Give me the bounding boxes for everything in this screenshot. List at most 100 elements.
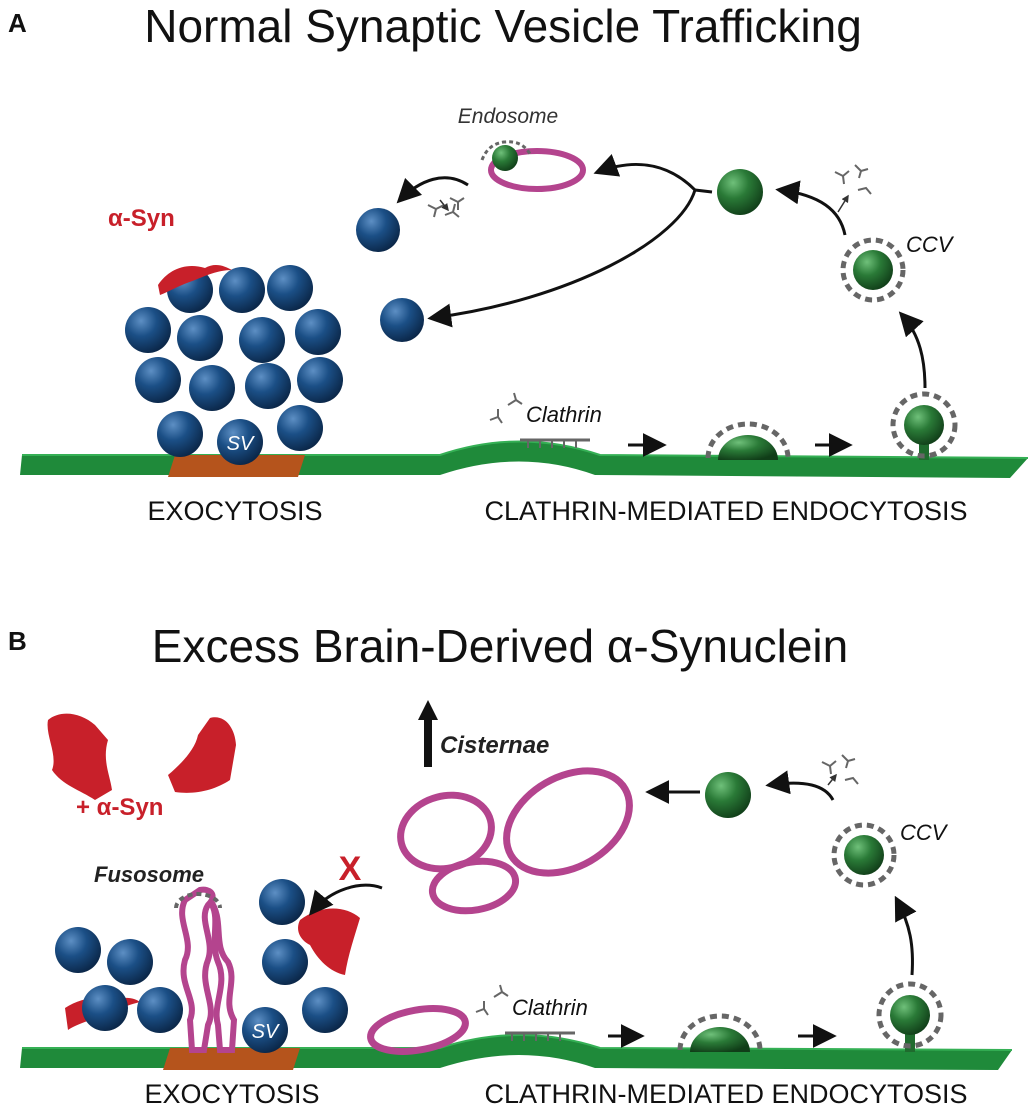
plus-alpha-syn-label: + α-Syn [76, 794, 163, 821]
active-zone [163, 1048, 300, 1070]
fusosome-left-wall [179, 886, 216, 1053]
cistern [428, 857, 520, 915]
synaptic-vesicle [267, 265, 313, 311]
synaptic-vesicle [262, 939, 308, 985]
exocytosis-label: EXOCYTOSIS [144, 1079, 319, 1109]
ccv-vesicle [853, 250, 893, 290]
blocked-x-mark: X [339, 850, 362, 888]
synaptic-vesicle [55, 927, 101, 973]
clathrin-triskelia [475, 984, 509, 1016]
panel-a: A Normal Synaptic Vesicle Trafficking SV [8, 0, 1029, 526]
arrow-direct-recycling [427, 189, 697, 328]
arrow-uncoating-ccv [775, 180, 847, 236]
panel-b-title: Excess Brain-Derived α-Synuclein [152, 620, 848, 672]
arrow-uncoating-ccv [765, 770, 835, 801]
cisternae-group [367, 767, 633, 1055]
ccv-clathrin-coat [831, 822, 897, 888]
recycled-vesicle [356, 208, 400, 252]
panel-b-letter: B [8, 626, 27, 656]
clathrin-lattice-legs [511, 1033, 561, 1041]
clathrin-triskelia [489, 392, 523, 424]
synaptic-vesicle-pool [125, 265, 343, 465]
clathrin-triskelia [821, 754, 859, 785]
membrane-highlight [22, 440, 1029, 459]
arrow-uncoating [439, 199, 449, 212]
fusosome-label: Fusosome [94, 862, 204, 887]
uncoated-vesicle [705, 772, 751, 818]
clathrin-coat [480, 140, 532, 161]
synaptic-vesicle [189, 365, 235, 411]
alpha-syn-fibril [168, 717, 236, 793]
pit-clathrin-coat [705, 421, 791, 459]
synaptic-vesicle [295, 309, 341, 355]
clathrin-label: Clathrin [526, 402, 602, 427]
panel-a-letter: A [8, 8, 27, 38]
synaptic-vesicle-pool [55, 879, 348, 1053]
endosome [488, 148, 586, 192]
synaptic-vesicle [245, 363, 291, 409]
panel-a-title: Normal Synaptic Vesicle Trafficking [144, 0, 862, 52]
ccv-label: CCV [906, 232, 955, 257]
synaptic-vesicle [302, 987, 348, 1033]
synaptic-vesicle [157, 411, 203, 457]
synaptic-vesicle [259, 879, 305, 925]
alpha-syn-fibril [298, 908, 360, 975]
synaptic-vesicle [177, 315, 223, 361]
arrow-branch-stem [694, 188, 713, 194]
cisternae-label: Cisternae [440, 732, 549, 759]
active-zone [168, 455, 305, 477]
synaptic-vesicle [219, 267, 265, 313]
clathrin-triskelia [834, 164, 872, 195]
arrow-clathrin-release [827, 773, 837, 786]
pit-neck [905, 1022, 915, 1052]
endocytosis-label: CLATHRIN-MEDIATED ENDOCYTOSIS [484, 496, 967, 526]
panel-b: B Excess Brain-Derived α-Synuclein + α-S… [8, 620, 1013, 1109]
ccv-label: CCV [900, 820, 949, 845]
synaptic-vesicle [137, 987, 183, 1033]
fusosome-clathrin-cap [174, 892, 222, 909]
alpha-syn-protein [158, 264, 232, 295]
alpha-syn-fibril [47, 713, 113, 800]
arrow-endosome-to-vesicle [396, 176, 469, 204]
ccv-vesicle [844, 835, 884, 875]
endosome-label: Endosome [458, 105, 558, 128]
synaptic-vesicle [107, 939, 153, 985]
endocytosis-label: CLATHRIN-MEDIATED ENDOCYTOSIS [484, 1079, 967, 1109]
cistern [367, 1005, 469, 1055]
invaginated-pit-coat [890, 391, 958, 459]
recycled-vesicle [380, 298, 424, 342]
uncoated-vesicle [717, 169, 763, 215]
fusosome-right-wall [207, 898, 238, 1053]
invaginated-pit-vesicle [904, 405, 944, 445]
sv-docked-vesicle [217, 419, 263, 465]
synaptic-vesicle [239, 317, 285, 363]
synaptic-vesicle [82, 985, 128, 1031]
sv-label: SV [252, 1021, 280, 1043]
clathrin-coated-pit [690, 1027, 750, 1052]
arrow-to-endosome [593, 154, 697, 192]
clathrin-label: Clathrin [512, 995, 588, 1020]
clathrin-coated-pit [718, 435, 778, 460]
invaginated-pit-coat [876, 981, 944, 1049]
clathrin-lattice-legs [527, 440, 577, 448]
endosome-coated-bud [492, 145, 518, 171]
sv-docked-vesicle [242, 1007, 288, 1053]
alpha-syn-label: α-Syn [108, 205, 175, 232]
synaptic-vesicle [277, 405, 323, 451]
arrow-cisternae-up-head [418, 700, 438, 720]
cistern [503, 767, 633, 877]
arrow-pit-to-ccv [898, 311, 927, 389]
arrow-blocked-recycling [308, 883, 383, 916]
synaptic-vesicle [297, 357, 343, 403]
arrow-cisternae-up-shaft [424, 715, 432, 767]
pit-clathrin-coat [677, 1013, 763, 1051]
synaptic-vesicle [125, 307, 171, 353]
sv-label: SV [227, 433, 255, 455]
arrow-clathrin-release [837, 194, 849, 213]
ccv-clathrin-coat [840, 237, 906, 303]
invaginated-pit-vesicle [890, 995, 930, 1035]
synaptic-vesicle [135, 357, 181, 403]
arrow-pit-to-ccv [894, 895, 917, 976]
exocytosis-label: EXOCYTOSIS [147, 496, 322, 526]
